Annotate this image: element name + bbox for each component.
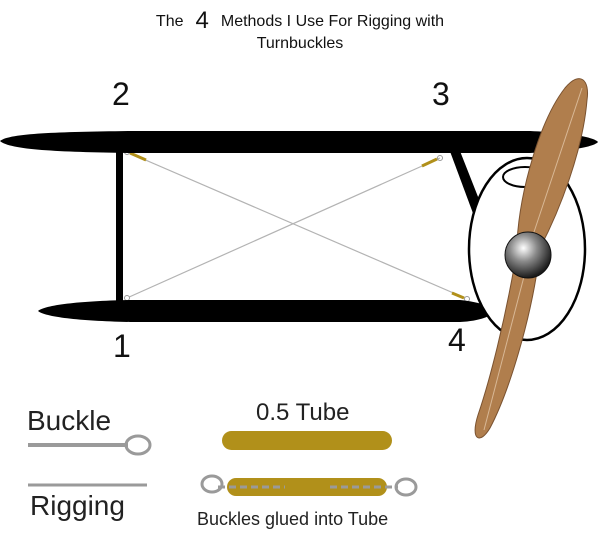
upper-wing — [0, 131, 598, 153]
cabane-strut — [448, 146, 484, 216]
point-label-2: 2 — [112, 76, 130, 112]
legend-buckle-symbol — [28, 434, 152, 456]
propeller-upper-ridge — [529, 87, 583, 245]
diagram-title: The 4 Methods I Use For Rigging with Turnb… — [0, 8, 600, 55]
propeller-lower-blade — [474, 261, 539, 439]
turnbuckle-at-3 — [421, 155, 443, 168]
title-line2: Turnbuckles — [256, 35, 344, 52]
propeller-lower-ridge — [483, 264, 528, 431]
title-prefix: The — [155, 13, 184, 30]
title-number: 4 — [195, 7, 209, 34]
legend-tube-symbol — [222, 431, 392, 450]
interplane-strut — [116, 148, 123, 306]
point-label-4: 4 — [448, 322, 466, 358]
propeller-spinner — [504, 231, 552, 279]
legend-buckle-label: Buckle — [27, 405, 112, 436]
propeller-upper-blade — [516, 78, 589, 249]
legend-glued-label: Buckles glued into Tube — [197, 509, 389, 529]
point-label-1: 1 — [113, 328, 131, 364]
fitting-at-1 — [124, 295, 130, 301]
title-rest: Methods I Use For Rigging with — [220, 13, 445, 30]
point-label-3: 3 — [432, 76, 450, 112]
rigging-wire-2-to-4 — [126, 151, 466, 299]
legend-tube-label: 0.5 Tube — [256, 399, 350, 426]
legend-rigging-label: Rigging — [30, 490, 125, 521]
legend-glued-tube-symbol — [200, 474, 418, 497]
lower-wing — [38, 300, 495, 322]
rigging-wire-1-to-3 — [126, 157, 441, 299]
